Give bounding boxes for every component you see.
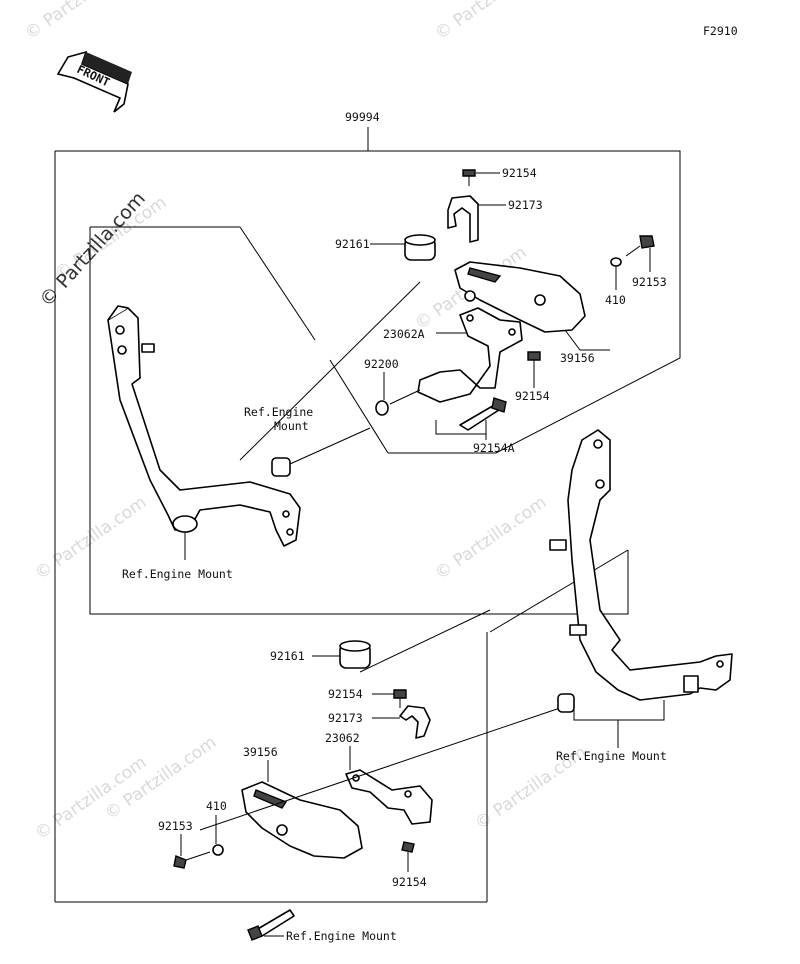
label-kit: 99994 [345, 110, 380, 124]
label-collar-top: 92161 [335, 237, 370, 251]
label-long-bolt: 92154A [473, 441, 515, 455]
label-slider-top: 39156 [560, 351, 595, 365]
watermark-main: © Partzilla.com [35, 188, 149, 312]
front-arrow: FRONT [56, 50, 132, 113]
label-ref-engine-left: Ref.Engine Mount [122, 567, 233, 581]
watermark: © Partzilla.com [21, 0, 140, 44]
label-clamp-bottom: 92173 [328, 711, 363, 725]
label-bracket-bottom: 23062 [325, 731, 360, 745]
bottom-slider-assembly: 92161 92154 92173 23062 39156 410 92153 [158, 609, 667, 943]
label-bolt-mid: 92154 [515, 389, 550, 403]
label-bolt-bottom-top: 92154 [328, 687, 363, 701]
watermark: © Partzilla.com [431, 492, 550, 584]
label-bolt-bottom: 92154 [392, 875, 427, 889]
label-collar-bottom: 92161 [270, 649, 305, 663]
label-bolt-bottom-left: 92153 [158, 819, 193, 833]
label-clamp-top: 92173 [508, 198, 543, 212]
label-slider-bottom: 39156 [243, 745, 278, 759]
watermark: © Partzilla.com [431, 0, 550, 44]
top-slider-assembly: 92154 92173 92161 39156 410 92153 23062A [122, 166, 667, 581]
left-frame-bracket [107, 305, 301, 560]
kit-outline: 99994 [54, 110, 681, 903]
right-frame-bracket [549, 429, 733, 701]
label-washer-mid: 92200 [364, 357, 399, 371]
label-bracket-top: 23062A [383, 327, 425, 341]
label-bolt-top: 92154 [502, 166, 537, 180]
label-bolt-right: 92153 [632, 275, 667, 289]
figure-code: F2910 [703, 24, 738, 38]
label-washer-right: 410 [605, 293, 626, 307]
label-ref-engine-bottom: Ref.Engine Mount [286, 929, 397, 943]
label-ref-engine-1: Ref.Engine [244, 405, 313, 419]
label-ref-engine-2: Mount [274, 419, 309, 433]
label-washer-bottom: 410 [206, 799, 227, 813]
label-ref-engine-right: Ref.Engine Mount [556, 749, 667, 763]
